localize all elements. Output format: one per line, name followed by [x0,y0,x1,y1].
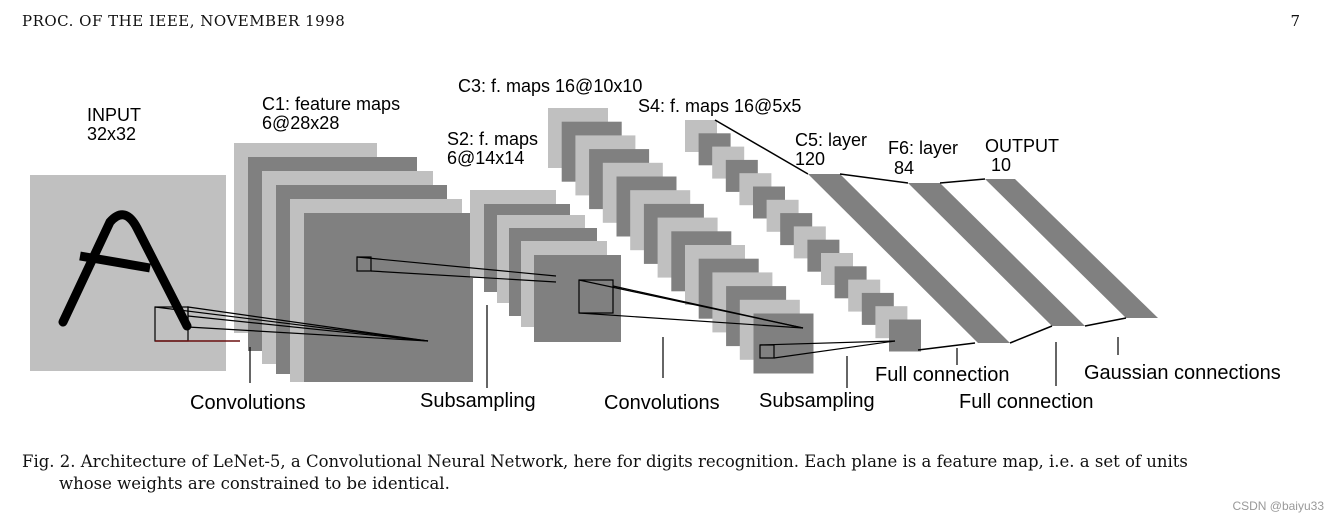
s2-layer: S2: f. maps 6@14x14 [356,129,621,342]
subsampling-label: Subsampling [759,390,875,412]
output-connection-top [939,178,986,184]
subsampling-label: Subsampling [420,390,536,412]
input-layer: INPUT 32x32 [30,105,240,371]
convolutions-label: Convolutions [604,392,720,414]
c1-receptive-field [356,256,372,272]
c1-projection [187,306,429,342]
s2-projection-line [370,270,557,283]
s2-projection-line [356,256,557,277]
c5-size: 120 [795,149,825,169]
c1-title: C1: feature maps [262,94,400,114]
s2-title: S2: f. maps [447,129,538,149]
page-number: 7 [1290,12,1300,30]
c3-projection-line [578,312,804,329]
input-title: INPUT [87,105,141,125]
input-size: 32x32 [87,124,136,144]
c1-size: 6@28x28 [262,113,339,133]
lenet5-architecture-diagram: INPUT 32x32 C1: feature maps 6@28x28 S2:… [30,76,1281,414]
caption-line-2: whose weights are constrained to be iden… [59,474,450,493]
figure-caption: Fig. 2. Architecture of LeNet-5, a Convo… [22,451,1304,495]
full-connection-label: Full connection [959,391,1094,413]
s2-plane [534,255,621,342]
c5-connection-bottom [917,342,976,351]
output-layer-bar [985,179,1158,318]
watermark: CSDN @baiyu33 [1232,499,1324,513]
c1-projection-line [187,315,429,342]
c5-connection-top [714,119,809,175]
output-size: 10 [991,155,1011,175]
c1-plane [304,213,473,382]
caption-line-1: Fig. 2. Architecture of LeNet-5, a Convo… [22,452,1188,471]
operation-labels: Convolutions Subsampling Convolutions Su… [190,305,1281,414]
input-plane [30,175,226,371]
c1-layer: C1: feature maps 6@28x28 [154,94,473,382]
input-digit-bar [79,251,151,273]
c3-projection-line [612,285,804,329]
dense-layers: C5: layer 120 F6: layer 84 OUTPUT 10 [714,119,1158,351]
s4-plane [889,319,921,352]
c3-title: C3: f. maps 16@10x10 [458,76,642,96]
gaussian-connections-label: Gaussian connections [1084,362,1281,384]
s4-title: S4: f. maps 16@5x5 [638,96,801,116]
f6-size: 84 [894,158,914,178]
s2-size: 6@14x14 [447,148,524,168]
s2-receptive-field [578,279,614,314]
journal-header: PROC. OF THE IEEE, NOVEMBER 1998 [22,12,346,30]
s4-layer: S4: f. maps 16@5x5 [638,96,921,352]
f6-connection-top [839,173,909,184]
f6-connection-bottom [1009,325,1053,344]
c3-layer: C3: f. maps 16@10x10 [458,76,814,374]
output-connection-bottom [1084,317,1127,327]
f6-layer-bar [908,183,1085,326]
s4-projection-line [759,340,896,346]
c5-layer-bar [808,174,1010,343]
c1-projection-line [154,306,429,342]
output-title: OUTPUT [985,136,1059,156]
full-connection-label: Full connection [875,364,1010,386]
c5-title: C5: layer [795,130,867,150]
convolutions-label: Convolutions [190,392,306,414]
input-digit-stroke [58,210,192,331]
s4-projection-line [773,340,896,359]
f6-title: F6: layer [888,138,958,158]
